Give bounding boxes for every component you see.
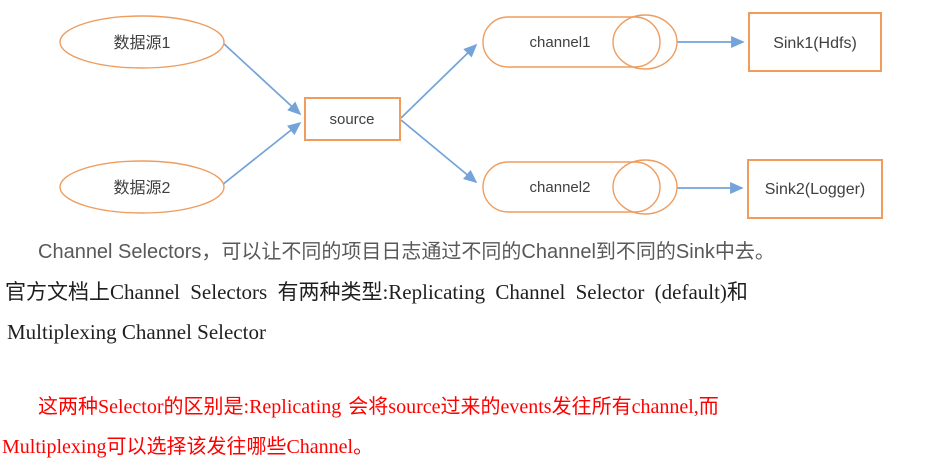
- node-sink2-label: Sink2(Logger): [765, 181, 866, 198]
- intro-line-2: 官方文档上Channel Selectors 有两种类型:Replicating…: [5, 280, 748, 304]
- node-datasource2: 数据源2: [59, 160, 225, 214]
- body-text: Channel Selectors，可以让不同的项目日志通过不同的Channel…: [0, 232, 934, 467]
- node-source-label: source: [329, 111, 374, 128]
- node-channel2: channel2: [482, 159, 678, 215]
- intro-paragraph: Channel Selectors，可以让不同的项目日志通过不同的Channel…: [0, 232, 934, 352]
- note-line-1: 这两种Selector的区别是:Replicating 会将source过来的e…: [38, 396, 719, 418]
- node-channel1: channel1: [482, 14, 678, 70]
- flume-channel-selector-diagram: 数据源1 数据源2 source channel1 channel2 Sink1…: [59, 12, 883, 219]
- diagram-arrows: [221, 36, 745, 194]
- arrow-source-to-channel2: [400, 119, 478, 184]
- node-channel1-label: channel1: [530, 34, 591, 51]
- arrow-source-to-channel1: [400, 43, 478, 119]
- node-sink1: Sink1(Hdfs): [748, 12, 882, 72]
- intro-line-3: Multiplexing Channel Selector: [7, 320, 266, 344]
- node-channel2-label: channel2: [530, 179, 591, 196]
- arrow-datasource1-to-source: [222, 42, 302, 116]
- note-paragraph: 这两种Selector的区别是:Replicating 会将source过来的e…: [0, 387, 934, 467]
- node-sink2: Sink2(Logger): [747, 159, 883, 219]
- note-line-2: Multiplexing可以选择该发往哪些Channel。: [2, 436, 374, 458]
- intro-line-1: Channel Selectors，可以让不同的项目日志通过不同的Channel…: [38, 241, 775, 263]
- node-datasource1-label: 数据源1: [114, 34, 171, 52]
- node-sink1-label: Sink1(Hdfs): [773, 35, 857, 52]
- node-datasource1: 数据源1: [59, 15, 225, 69]
- arrow-datasource2-to-source: [221, 121, 302, 186]
- node-datasource2-label: 数据源2: [114, 179, 171, 197]
- node-source: source: [304, 97, 401, 141]
